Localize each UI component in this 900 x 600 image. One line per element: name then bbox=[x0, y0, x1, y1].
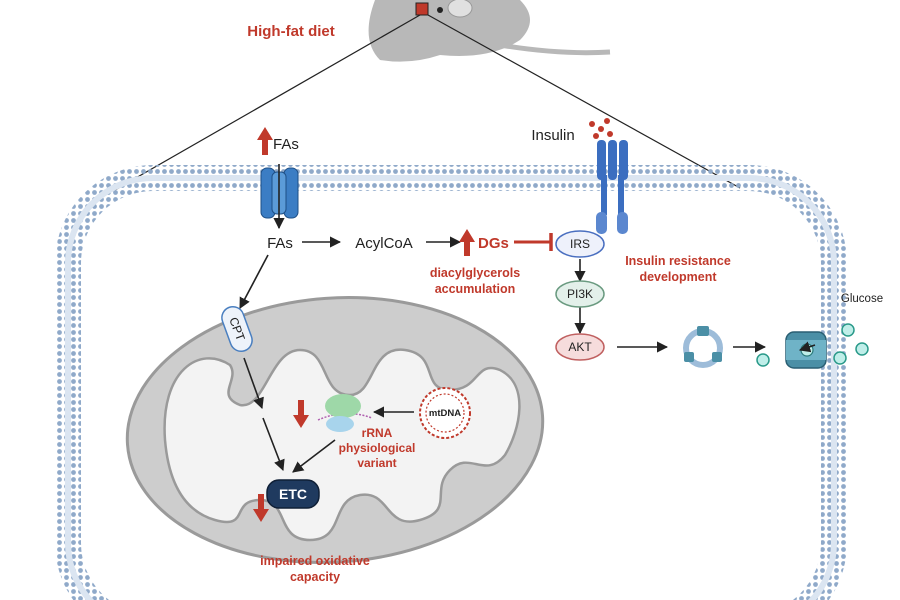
akt-label: AKT bbox=[568, 340, 592, 354]
insulin-label: Insulin bbox=[531, 127, 574, 144]
cell-membrane bbox=[55, 165, 847, 600]
zoom-line-right bbox=[427, 14, 741, 189]
insulin-resistance-label-line1: Insulin resistance bbox=[625, 254, 731, 268]
cpt-node bbox=[221, 305, 253, 353]
down-arrow-icon bbox=[293, 400, 309, 428]
up-arrow-icon bbox=[459, 229, 475, 256]
glut-transporter-icon bbox=[785, 331, 827, 369]
pi3k-label: PI3K bbox=[567, 287, 593, 301]
dag-label-line1: diacylglycerols bbox=[430, 266, 520, 280]
high-fat-diet-label: High-fat diet bbox=[247, 23, 335, 40]
glucose-label: Glucose bbox=[841, 293, 883, 305]
impaired-oxidative-label-line2: capacity bbox=[290, 570, 340, 584]
insulin-receptor-icon bbox=[596, 140, 628, 234]
etc-label: ETC bbox=[279, 486, 307, 502]
down-arrow-icon bbox=[253, 494, 269, 522]
inhibition-line bbox=[514, 233, 553, 251]
mtdna-label: mtDNA bbox=[429, 408, 461, 419]
irs-label: IRS bbox=[570, 237, 590, 251]
insulin-resistance-label-line2: development bbox=[639, 270, 717, 284]
dgs-label: DGs bbox=[478, 235, 509, 252]
pathway-arrows bbox=[239, 164, 816, 473]
impaired-oxidative-label-line1: impaired oxidative bbox=[260, 554, 370, 568]
zoom-line-left bbox=[114, 14, 421, 191]
acylcoa-label: AcylCoA bbox=[355, 235, 413, 252]
glut4-vesicle-icon bbox=[683, 326, 723, 368]
mtdna-icon bbox=[419, 387, 471, 439]
glucose-molecules-icon bbox=[756, 323, 869, 367]
ribosome-icon bbox=[317, 394, 373, 432]
rrna-label-line1: rRNA bbox=[362, 426, 393, 440]
etc-node bbox=[266, 479, 320, 509]
irs-node bbox=[555, 230, 605, 258]
fas-top-label: FAs bbox=[273, 136, 299, 153]
pi3k-node bbox=[555, 280, 605, 308]
zoom-marker bbox=[415, 2, 429, 16]
mouse-icon bbox=[368, 0, 611, 62]
dag-label-line2: accumulation bbox=[435, 282, 516, 296]
fas-inner-label: FAs bbox=[267, 235, 293, 252]
rrna-label-line2: physiological bbox=[339, 441, 416, 455]
up-arrow-icon bbox=[257, 127, 273, 155]
insulin-molecules-icon bbox=[589, 118, 613, 139]
akt-node bbox=[555, 333, 605, 361]
rrna-label-line3: variant bbox=[357, 456, 396, 470]
